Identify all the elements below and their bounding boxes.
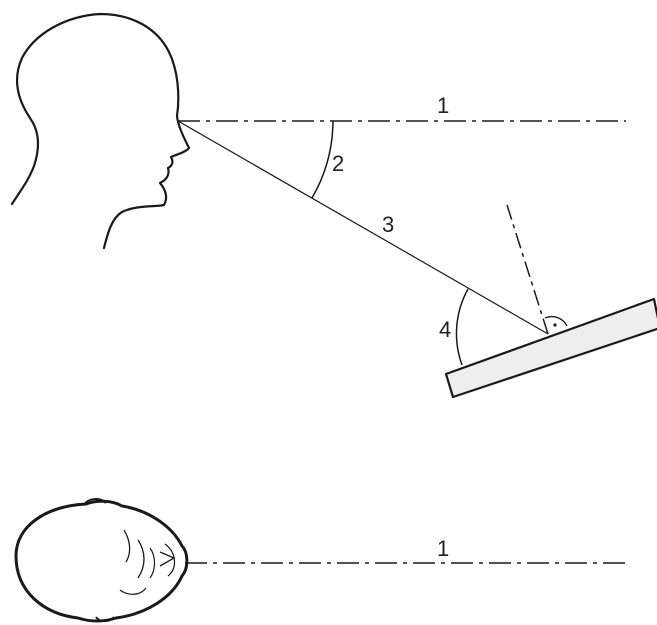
label-1-top: 1 (437, 536, 449, 561)
right-angle-arc (544, 315, 568, 327)
line-3-viewing (177, 120, 549, 335)
label-1-side: 1 (437, 93, 449, 118)
side-head-outline (10, 12, 191, 250)
label-3-line: 3 (382, 212, 394, 237)
label-4-angle: 4 (439, 317, 451, 342)
angle-4-arc (455, 288, 469, 366)
tilted-panel (444, 297, 657, 399)
top-view-head (14, 498, 189, 623)
right-angle-dot (553, 323, 557, 327)
label-2-angle: 2 (332, 151, 344, 176)
angle-2-arc (311, 120, 334, 199)
panel-normal-line (506, 204, 549, 335)
